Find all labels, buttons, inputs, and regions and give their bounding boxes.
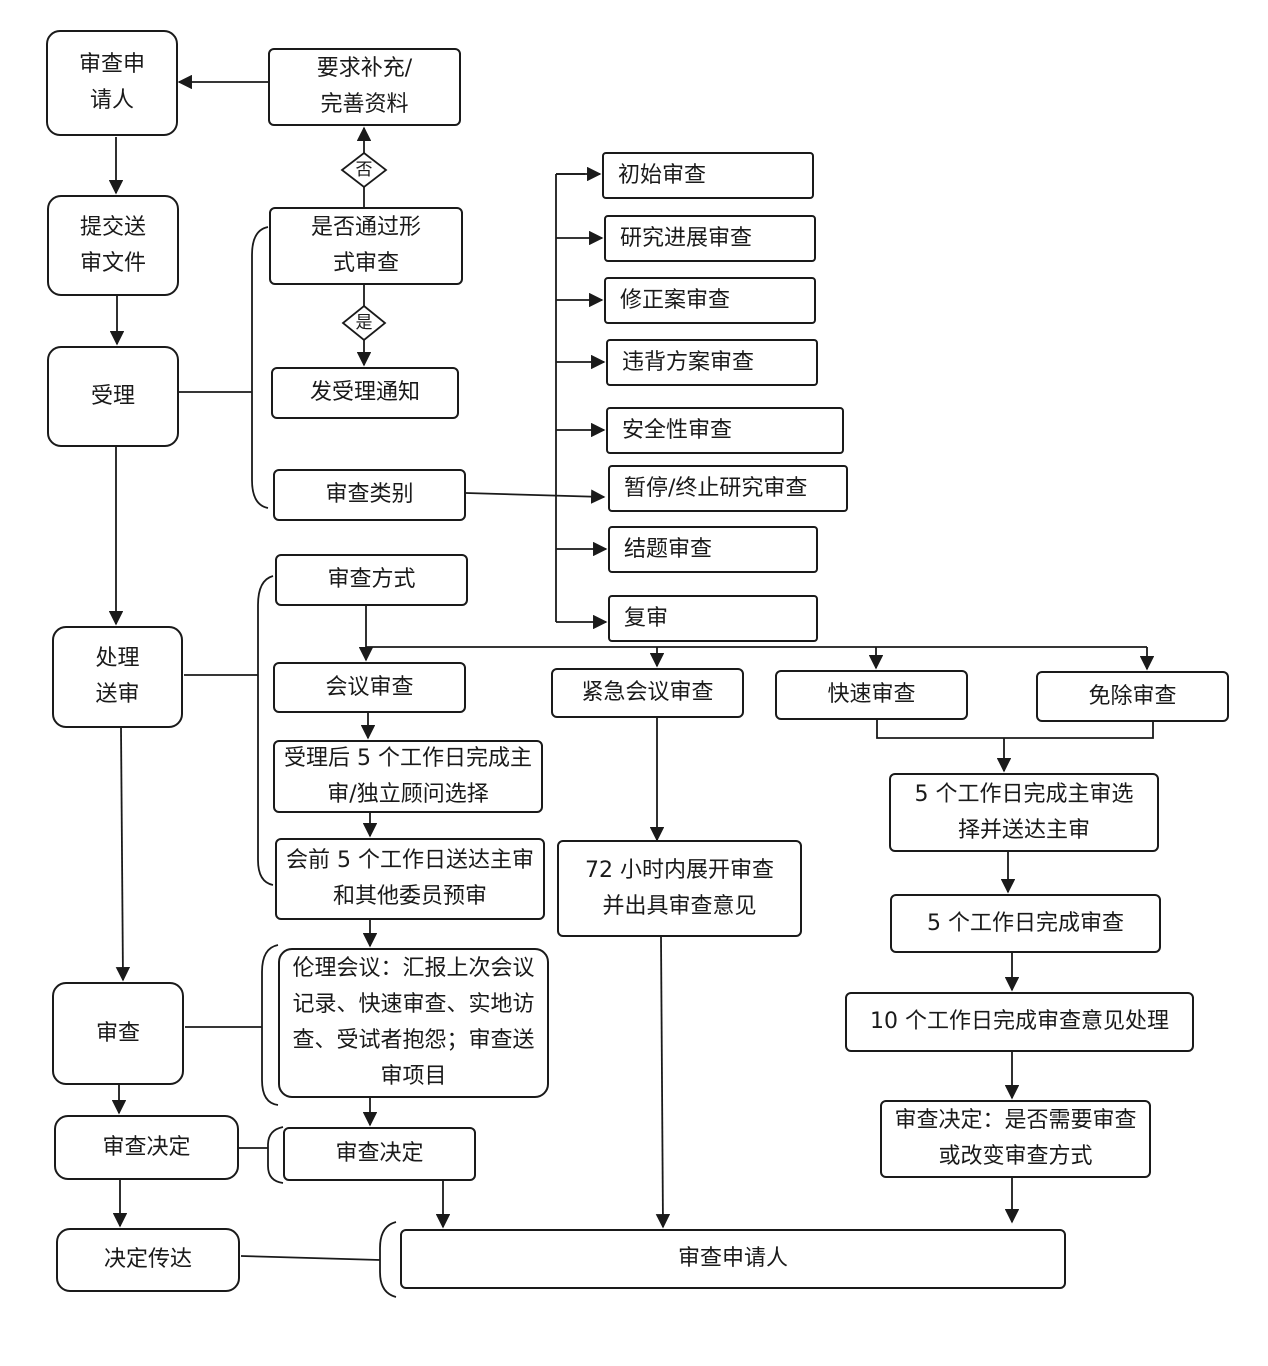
review-box: 审查 xyxy=(52,982,184,1085)
review-decision-box: 审查决定 xyxy=(54,1115,239,1180)
category-progress-review: 研究进展审查 xyxy=(604,215,816,262)
review-method-box: 审查方式 xyxy=(275,554,468,606)
urgent-meeting-review-box: 紧急会议审查 xyxy=(551,668,744,718)
process-box: 处理送审 xyxy=(52,626,183,728)
meeting-decision-box: 审查决定 xyxy=(283,1127,476,1181)
final-applicant-box: 审查申请人 xyxy=(400,1229,1066,1289)
fast-step-assign-box: 5 个工作日完成主审选择并送达主审 xyxy=(889,773,1159,852)
category-safety-review: 安全性审查 xyxy=(606,407,844,454)
accept-box: 受理 xyxy=(47,346,179,447)
fast-decision-box: 审查决定：是否需要审查或改变审查方式 xyxy=(880,1100,1151,1178)
fast-step-review-box: 5 个工作日完成审查 xyxy=(890,894,1161,953)
category-suspension-review: 暂停/终止研究审查 xyxy=(608,465,848,512)
meeting-review-box: 会议审查 xyxy=(273,662,466,713)
no-label: 否 xyxy=(355,160,373,180)
category-conclusion-review: 结题审查 xyxy=(608,526,818,573)
yes-label: 是 xyxy=(355,313,373,333)
category-amendment-review: 修正案审查 xyxy=(604,277,816,324)
urgent-72h-box: 72 小时内展开审查并出具审查意见 xyxy=(557,840,802,937)
formal-check-box: 是否通过形式审查 xyxy=(269,207,463,285)
ethics-meeting-box: 伦理会议：汇报上次会议记录、快速审查、实地访查、受试者抱怨；审查送审项目 xyxy=(278,948,549,1098)
exempt-review-box: 免除审查 xyxy=(1036,671,1229,722)
supplement-materials-box: 要求补充/完善资料 xyxy=(268,48,461,126)
applicant-box: 审查申请人 xyxy=(46,30,178,136)
decision-delivery-box: 决定传达 xyxy=(56,1228,240,1292)
meeting-step-preview-box: 会前 5 个工作日送达主审和其他委员预审 xyxy=(275,838,545,920)
review-category-box: 审查类别 xyxy=(273,469,466,521)
category-re-review: 复审 xyxy=(608,595,818,642)
category-initial-review: 初始审查 xyxy=(602,152,814,199)
fast-review-box: 快速审查 xyxy=(775,670,968,720)
meeting-step-assign-box: 受理后 5 个工作日完成主审/独立顾问选择 xyxy=(273,740,543,813)
accept-notice-box: 发受理通知 xyxy=(271,367,459,419)
submit-documents-box: 提交送审文件 xyxy=(47,195,179,296)
category-deviation-review: 违背方案审查 xyxy=(606,339,818,386)
fast-step-opinion-box: 10 个工作日完成审查意见处理 xyxy=(845,992,1194,1052)
